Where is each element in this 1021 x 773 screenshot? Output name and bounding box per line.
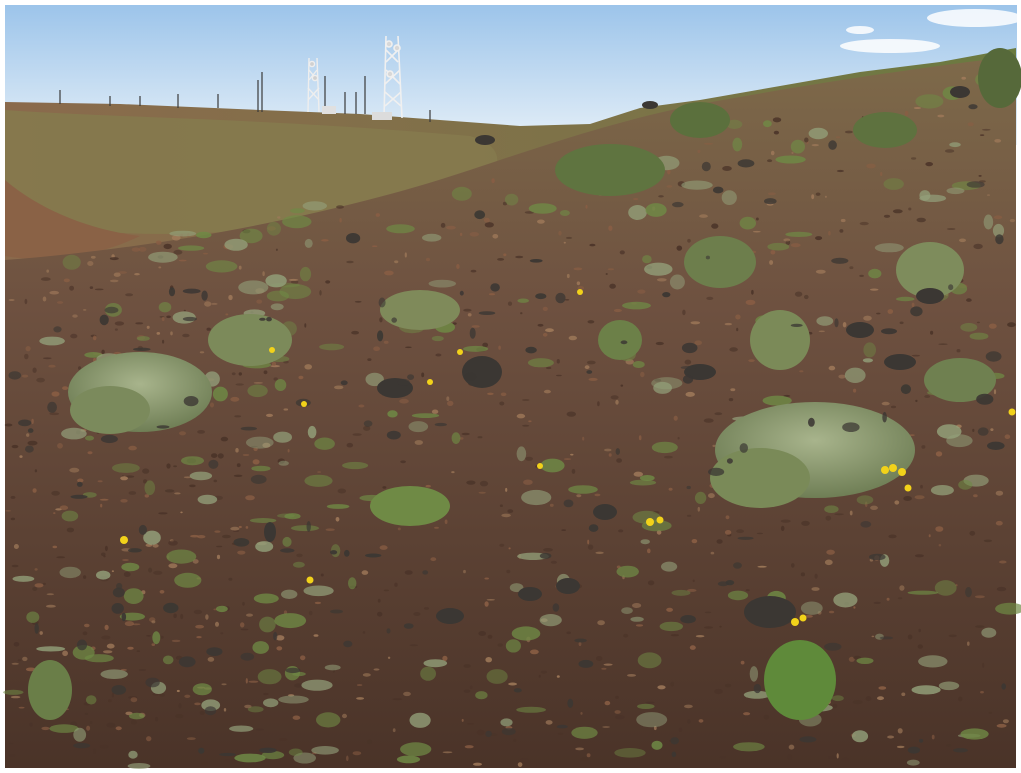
distant-slope-shadow: [5, 180, 140, 259]
equipment-shed: [372, 112, 392, 120]
rock-icon: [8, 86, 1006, 758]
cloud-icon: [840, 9, 1021, 53]
utility-poles: [59, 72, 431, 122]
radio-tower-icon: [307, 57, 320, 113]
radio-tower-icon: [383, 35, 403, 119]
sagebrush-shrub-icon: [28, 48, 1021, 720]
equipment-shed: [322, 106, 336, 114]
wildflower-icon: [120, 289, 1016, 626]
